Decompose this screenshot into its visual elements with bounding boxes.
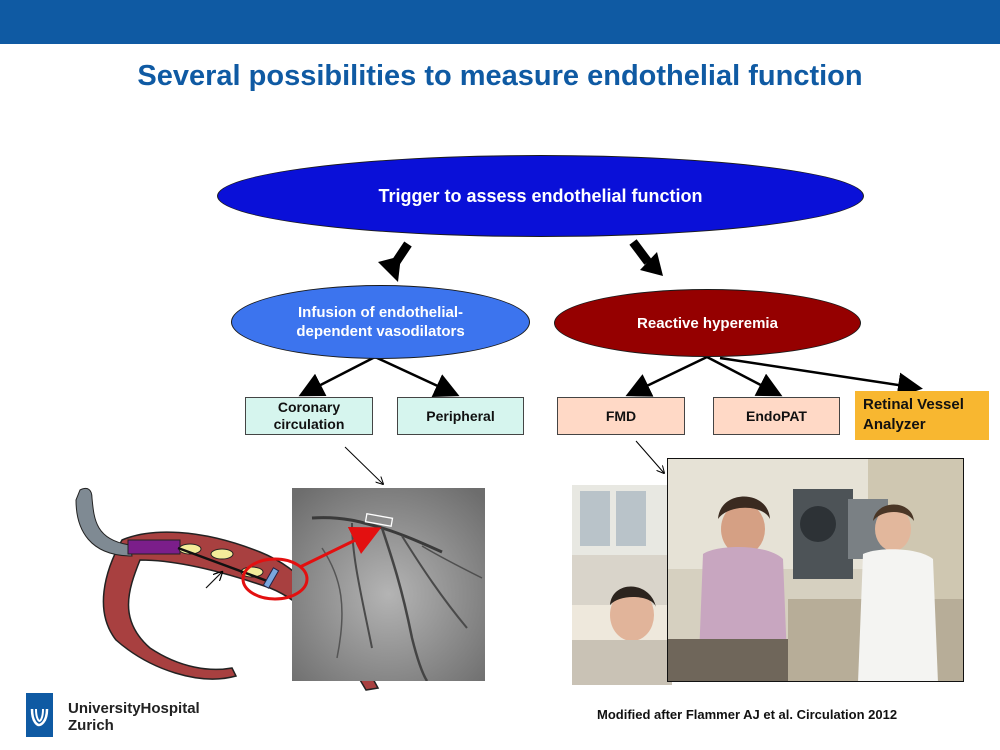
doppler-sensor — [262, 567, 280, 589]
peripheral-label: Peripheral — [426, 407, 495, 424]
logo-line-2: Zurich — [68, 717, 114, 734]
catheter — [75, 487, 133, 557]
patient-photo-graphic — [572, 485, 672, 685]
infusion-label-line1: Infusion of endothelial- — [298, 304, 463, 321]
connector-coronary — [298, 355, 376, 397]
retinal-analyzer-graphic — [668, 459, 963, 681]
logo-line-1: UniversityHospital — [68, 700, 200, 717]
slide-title: Several possibilities to measure endothe… — [137, 60, 863, 92]
trigger-label: Trigger to assess endothelial function — [378, 185, 703, 206]
peripheral-box: Peripheral — [397, 397, 524, 435]
connector-fmd — [625, 355, 708, 397]
pointer-photo — [635, 440, 664, 473]
plaque-3 — [240, 566, 264, 578]
connector-retinal — [719, 356, 923, 398]
pointer-angiogram — [344, 446, 383, 484]
guidewire — [177, 546, 271, 584]
endopat-box: EndoPAT — [713, 397, 840, 435]
university-logo-icon — [26, 693, 53, 737]
connector-endopat — [706, 355, 783, 397]
angiogram-graphic — [292, 488, 485, 681]
trigger-ellipse: Trigger to assess endothelial function — [217, 155, 864, 237]
catheter-tip — [127, 539, 181, 555]
fmd-box: FMD — [557, 397, 685, 435]
angiogram-image — [292, 488, 485, 681]
plaque-2 — [210, 548, 234, 560]
fmd-label: FMD — [605, 407, 637, 424]
infusion-ellipse: Infusion of endothelial-dependent vasodi… — [231, 285, 530, 359]
arrow-to-infusion — [378, 241, 412, 282]
connector-peripheral — [374, 355, 460, 397]
plaque-1 — [178, 543, 202, 555]
retinal-analyzer-photo — [667, 458, 964, 682]
coronary-circulation-box: Coronary circulation — [245, 397, 373, 435]
patient-photo — [572, 485, 672, 685]
header-bar — [0, 0, 1000, 44]
university-logo-text: UniversityHospital Zurich — [68, 700, 200, 734]
pointer-arrow-small — [205, 572, 222, 589]
infusion-label-line2: dependent vasodilators — [296, 323, 465, 340]
infusion-label: Infusion of endothelial-dependent vasodi… — [296, 303, 464, 341]
logo-symbol — [26, 693, 53, 737]
retinal-vessel-analyzer-box: Retinal Vessel Analyzer — [855, 391, 989, 440]
endopat-label: EndoPAT — [746, 407, 807, 424]
coronary-label: Coronary circulation — [273, 399, 345, 432]
retinal-label: Retinal Vessel Analyzer — [863, 396, 964, 433]
reactive-label: Reactive hyperemia — [637, 314, 778, 332]
arrow-to-reactive — [629, 239, 663, 276]
citation-text: Modified after Flammer AJ et al. Circula… — [597, 707, 898, 722]
reactive-hyperemia-ellipse: Reactive hyperemia — [554, 289, 861, 357]
